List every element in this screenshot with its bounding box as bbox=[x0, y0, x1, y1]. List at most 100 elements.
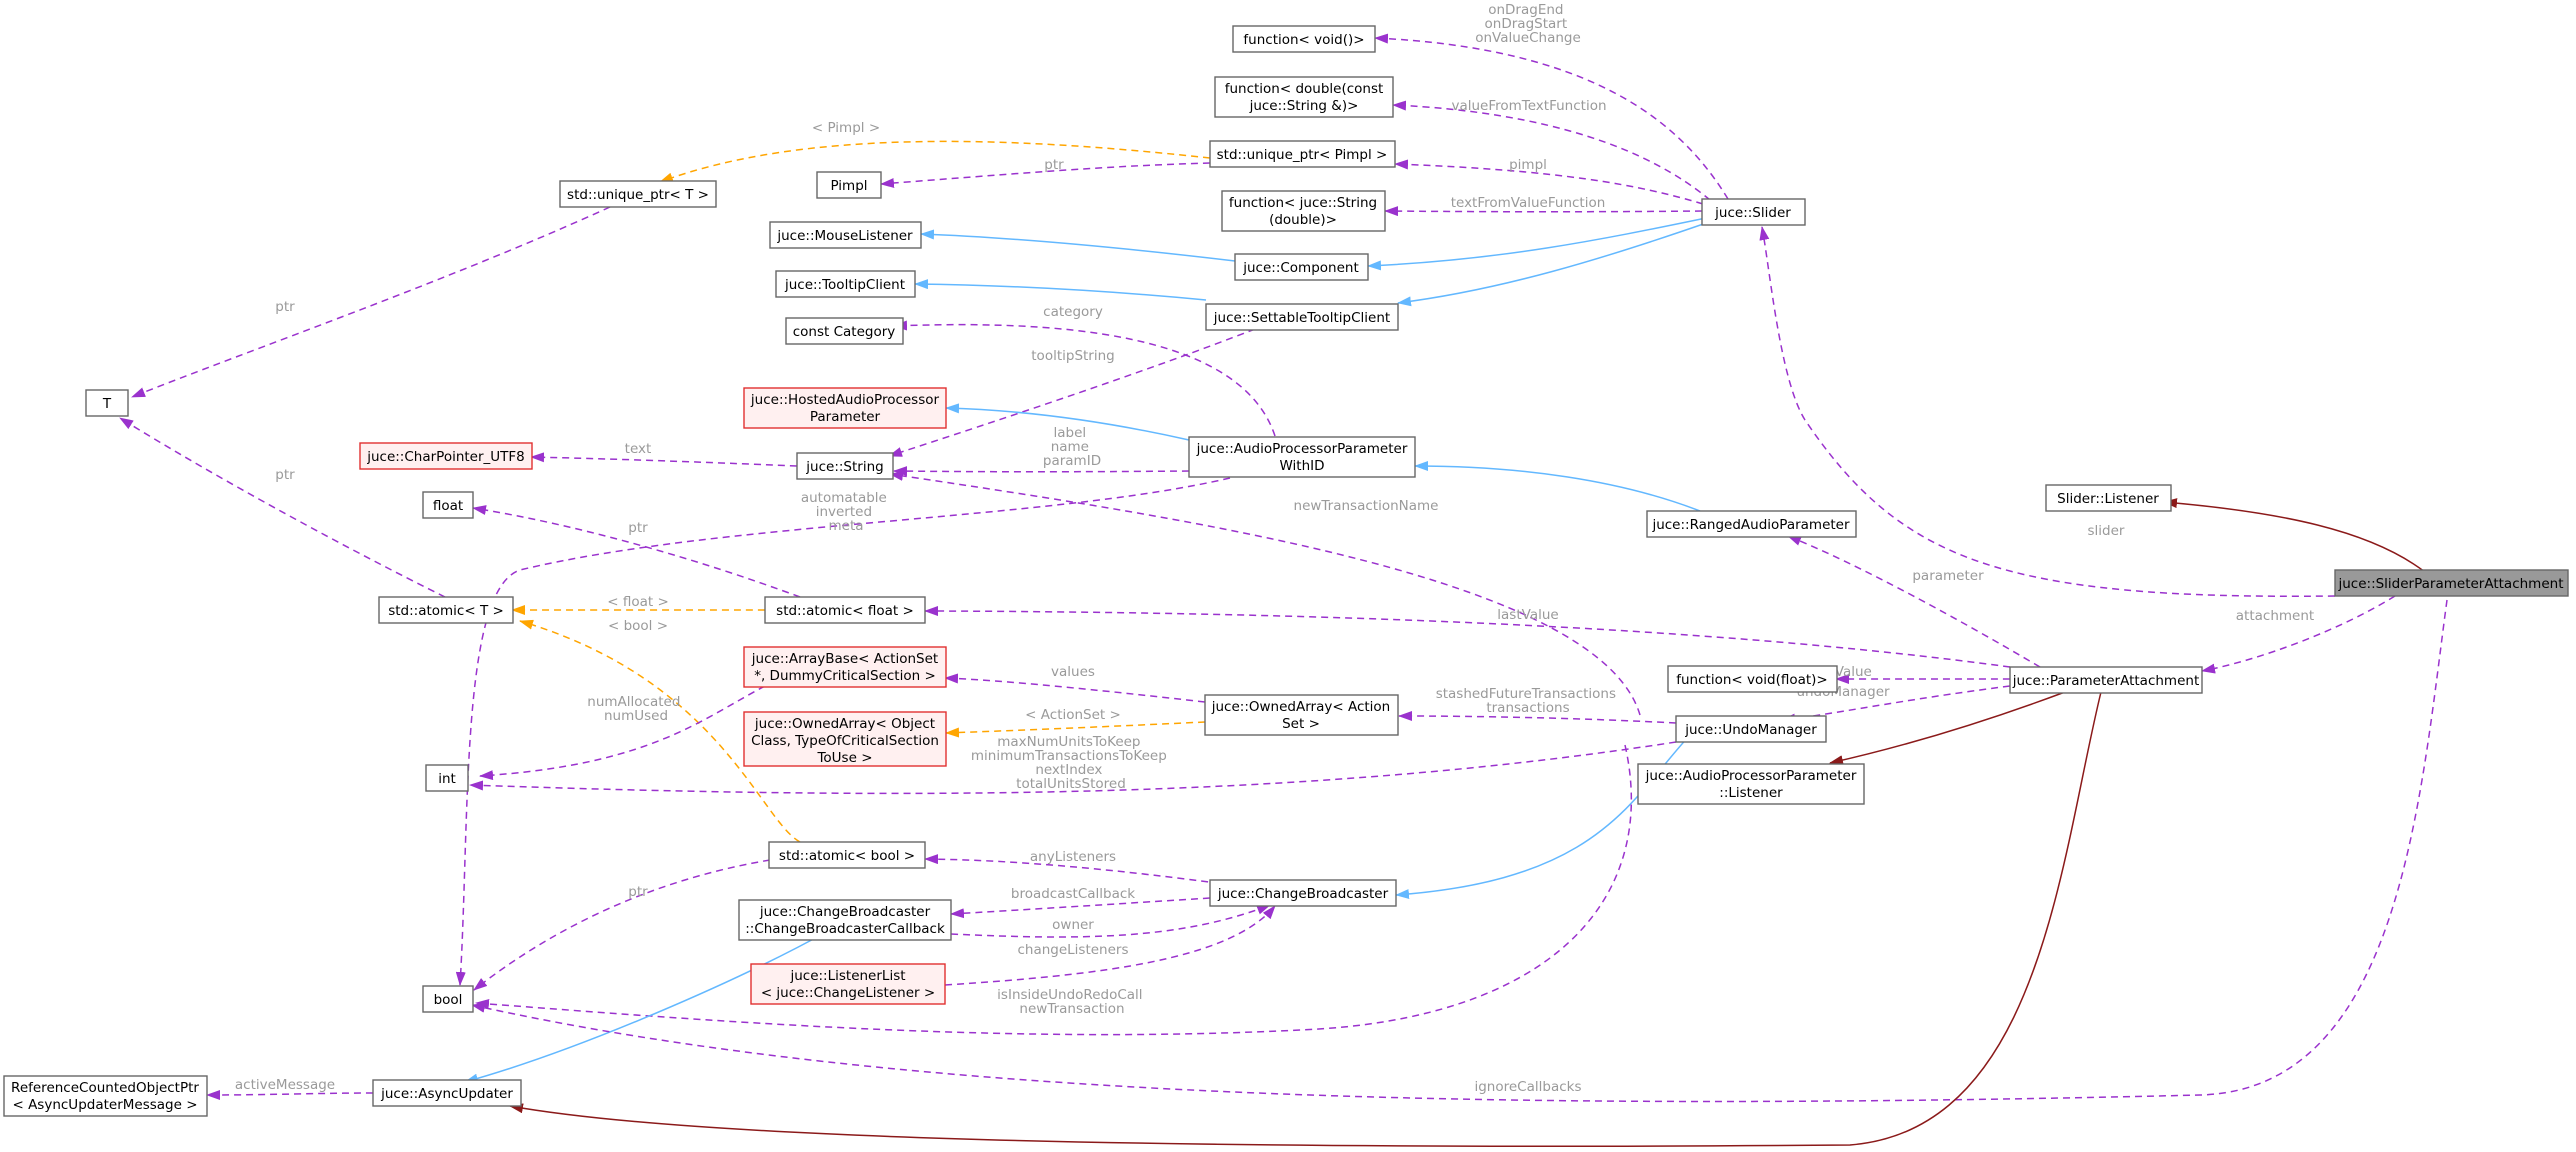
node-undo-manager[interactable]: juce::UndoManager bbox=[1675, 715, 1827, 743]
label-values: values bbox=[1051, 664, 1095, 680]
node-unique-ptr-pimpl[interactable]: std::unique_ptr< Pimpl > bbox=[1209, 140, 1396, 168]
node-audio-processor-parameter-listener[interactable]: juce::AudioProcessorParameter ::Listener bbox=[1637, 763, 1865, 805]
label-pimpl-template: < Pimpl > bbox=[812, 120, 880, 136]
svg-text:juce::Slider: juce::Slider bbox=[1714, 205, 1791, 221]
nodes: function< void()> function< double(const… bbox=[3, 25, 2569, 1117]
edge-param-attach-async bbox=[509, 691, 2102, 1147]
node-parameter-attachment[interactable]: juce::ParameterAttachment bbox=[2009, 666, 2203, 694]
node-change-broadcaster[interactable]: juce::ChangeBroadcaster bbox=[1209, 879, 1397, 907]
svg-text:Slider::Listener: Slider::Listener bbox=[2057, 491, 2159, 507]
node-mouse-listener[interactable]: juce::MouseListener bbox=[769, 221, 922, 249]
svg-text:juce::String &)>: juce::String &)> bbox=[1249, 98, 1359, 114]
node-change-broadcaster-callback[interactable]: juce::ChangeBroadcaster ::ChangeBroadcas… bbox=[738, 899, 952, 941]
node-slider-parameter-attachment[interactable]: juce::SliderParameterAttachment bbox=[2334, 569, 2569, 597]
edge-undo-owned-action bbox=[1398, 711, 1677, 724]
node-ref-counted-object-ptr[interactable]: ReferenceCountedObjectPtr < AsyncUpdater… bbox=[3, 1075, 208, 1117]
node-void-function[interactable]: function< void()> bbox=[1232, 25, 1376, 53]
label-parameter: parameter bbox=[1912, 568, 1984, 584]
label-owner: owner bbox=[1052, 917, 1094, 933]
node-component[interactable]: juce::Component bbox=[1234, 253, 1369, 281]
node-int[interactable]: int bbox=[425, 764, 469, 792]
label-broadcast-callback: broadcastCallback bbox=[1011, 886, 1135, 902]
node-slider-listener[interactable]: Slider::Listener bbox=[2045, 484, 2172, 512]
label-ptr-unique-t: ptr bbox=[275, 299, 295, 315]
edge-async-rcop bbox=[206, 1089, 374, 1100]
svg-text:juce::CharPointer_UTF8: juce::CharPointer_UTF8 bbox=[366, 449, 525, 465]
node-owned-array-object-class[interactable]: juce::OwnedArray< Object Class, TypeOfCr… bbox=[743, 711, 947, 767]
svg-text:juce::ListenerList: juce::ListenerList bbox=[789, 968, 905, 984]
edge-settable-string bbox=[888, 328, 1256, 457]
svg-text:juce::AudioProcessorParameter: juce::AudioProcessorParameter bbox=[1196, 441, 1408, 457]
label-value-from-text: valueFromTextFunction bbox=[1451, 98, 1606, 114]
node-float[interactable]: float bbox=[422, 491, 474, 519]
edge-spa-slider-listener bbox=[2163, 498, 2426, 573]
node-atomic-bool[interactable]: std::atomic< bool > bbox=[768, 841, 926, 869]
node-pimpl[interactable]: Pimpl bbox=[816, 171, 882, 199]
node-async-updater[interactable]: juce::AsyncUpdater bbox=[372, 1079, 522, 1107]
edge-cb-callback-change-bc bbox=[950, 904, 1271, 938]
svg-text:juce::HostedAudioProcessor: juce::HostedAudioProcessor bbox=[750, 392, 940, 408]
label-ptr-atomic-t: ptr bbox=[275, 467, 295, 483]
edge-owned-action-owned-object bbox=[945, 721, 1206, 738]
svg-text:juce::MouseListener: juce::MouseListener bbox=[776, 228, 913, 244]
edge-spa-slider bbox=[1759, 226, 2336, 598]
label-ptr-pimpl: ptr bbox=[1044, 157, 1064, 173]
svg-text:juce::String: juce::String bbox=[805, 459, 883, 475]
svg-text:const Category: const Category bbox=[793, 324, 896, 340]
node-void-float-function[interactable]: function< void(float)> bbox=[1667, 665, 1838, 693]
edge-labels: onDragEnd onDragStart onValueChange valu… bbox=[235, 2, 2314, 1095]
edge-undo-int bbox=[469, 741, 1677, 795]
svg-text:< AsyncUpdaterMessage >: < AsyncUpdaterMessage > bbox=[12, 1097, 197, 1113]
label-category: category bbox=[1043, 304, 1103, 320]
edge-change-bc-cb-callback bbox=[950, 897, 1211, 919]
node-atomic-float[interactable]: std::atomic< float > bbox=[764, 596, 926, 624]
label-float-template: < float > bbox=[607, 594, 669, 610]
node-array-base[interactable]: juce::ArrayBase< ActionSet *, DummyCriti… bbox=[743, 646, 947, 688]
label-on-drag: onDragEnd onDragStart onValueChange bbox=[1475, 2, 1581, 46]
node-char-pointer-utf8[interactable]: juce::CharPointer_UTF8 bbox=[359, 442, 533, 470]
edge-string-charptr bbox=[530, 452, 798, 467]
svg-text:juce::SliderParameterAttachmen: juce::SliderParameterAttachment bbox=[2337, 576, 2563, 592]
node-bool[interactable]: bool bbox=[422, 985, 474, 1013]
node-ranged-audio-parameter[interactable]: juce::RangedAudioParameter bbox=[1646, 510, 1857, 538]
label-pimpl: pimpl bbox=[1509, 157, 1547, 173]
edge-undo-string bbox=[889, 470, 1641, 716]
node-settable-tooltip-client[interactable]: juce::SettableTooltipClient bbox=[1205, 303, 1399, 331]
svg-text:< juce::ChangeListener >: < juce::ChangeListener > bbox=[761, 985, 935, 1001]
edge-change-bc-atomic-bool bbox=[924, 854, 1233, 886]
label-text: text bbox=[625, 441, 652, 457]
edge-listener-list-change-bc bbox=[944, 905, 1276, 986]
node-listener-list[interactable]: juce::ListenerList < juce::ChangeListene… bbox=[750, 963, 946, 1005]
svg-text:ReferenceCountedObjectPtr: ReferenceCountedObjectPtr bbox=[11, 1080, 199, 1096]
edge-ranged-apwithid bbox=[1414, 461, 1701, 512]
node-string-function[interactable]: function< juce::String (double)> bbox=[1221, 190, 1386, 232]
node-unique-ptr-t[interactable]: std::unique_ptr< T > bbox=[559, 180, 717, 208]
edge-slider-void-fn bbox=[1374, 33, 1729, 200]
node-tooltip-client[interactable]: juce::TooltipClient bbox=[775, 270, 916, 298]
node-hosted-audio-processor-parameter[interactable]: juce::HostedAudioProcessor Parameter bbox=[743, 387, 947, 429]
svg-text:juce::UndoManager: juce::UndoManager bbox=[1684, 722, 1817, 738]
node-owned-array-action-set[interactable]: juce::OwnedArray< Action Set > bbox=[1204, 694, 1399, 736]
node-double-function[interactable]: function< double(const juce::String &)> bbox=[1214, 76, 1394, 118]
edge-cb-callback-async bbox=[464, 929, 831, 1084]
label-any-listeners: anyListeners bbox=[1030, 849, 1116, 865]
svg-text:juce::ParameterAttachment: juce::ParameterAttachment bbox=[2012, 673, 2200, 689]
node-slider[interactable]: juce::Slider bbox=[1701, 198, 1806, 226]
svg-text:bool: bool bbox=[434, 992, 463, 1008]
edge-component-mouse-listener bbox=[920, 229, 1236, 262]
edge-slider-component bbox=[1367, 217, 1707, 271]
svg-text:juce::OwnedArray< Object: juce::OwnedArray< Object bbox=[754, 716, 935, 732]
edge-apwithid-hosted bbox=[945, 403, 1190, 441]
edge-atomic-float-float bbox=[472, 505, 801, 598]
node-atomic-t[interactable]: std::atomic< T > bbox=[378, 596, 514, 624]
svg-text:::Listener: ::Listener bbox=[1719, 785, 1783, 801]
node-const-category[interactable]: const Category bbox=[785, 317, 904, 345]
label-last-value: lastValue bbox=[1497, 607, 1558, 623]
svg-text:std::atomic< float >: std::atomic< float > bbox=[776, 603, 914, 619]
node-string[interactable]: juce::String bbox=[796, 452, 894, 480]
node-t[interactable]: T bbox=[85, 389, 129, 417]
svg-text:std::unique_ptr< T >: std::unique_ptr< T > bbox=[567, 187, 709, 203]
node-audio-processor-parameter-with-id[interactable]: juce::AudioProcessorParameter WithID bbox=[1188, 436, 1416, 478]
svg-text:Parameter: Parameter bbox=[810, 409, 881, 425]
edge-unique-t-t bbox=[131, 206, 611, 398]
